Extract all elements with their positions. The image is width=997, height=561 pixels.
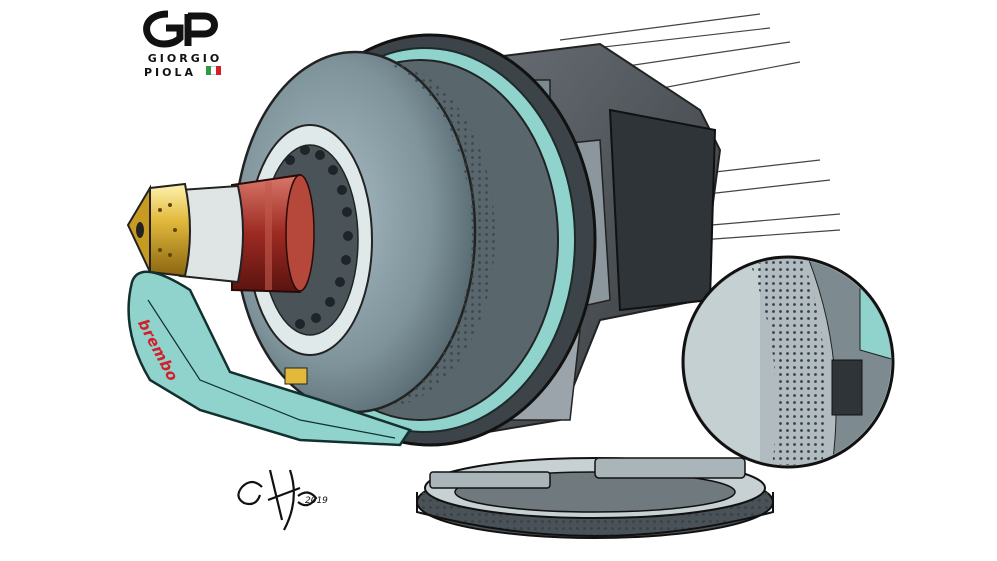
- brake-caliper: [127, 270, 412, 447]
- caliper-bleed-nipple: [284, 367, 308, 385]
- disc-bell-holes: [285, 145, 353, 329]
- flag-red: [216, 66, 221, 75]
- flag-green: [206, 66, 211, 75]
- wheel-nut-collar: [179, 184, 244, 284]
- logo-word-piola: PIOLA: [143, 66, 197, 79]
- giorgio-piola-logo: GIORGIO PIOLA: [130, 8, 240, 83]
- artist-signature: [237, 469, 318, 531]
- signature-year: 2019: [305, 496, 328, 506]
- flag-white: [211, 66, 216, 75]
- gp-monogram-icon: [143, 10, 218, 48]
- detail-inset: [681, 255, 895, 469]
- loose-bell-ring: [416, 457, 774, 539]
- wheel-nut: [149, 182, 191, 278]
- italian-flag-icon: [206, 66, 221, 75]
- logo-word-giorgio: GIORGIO: [147, 52, 223, 65]
